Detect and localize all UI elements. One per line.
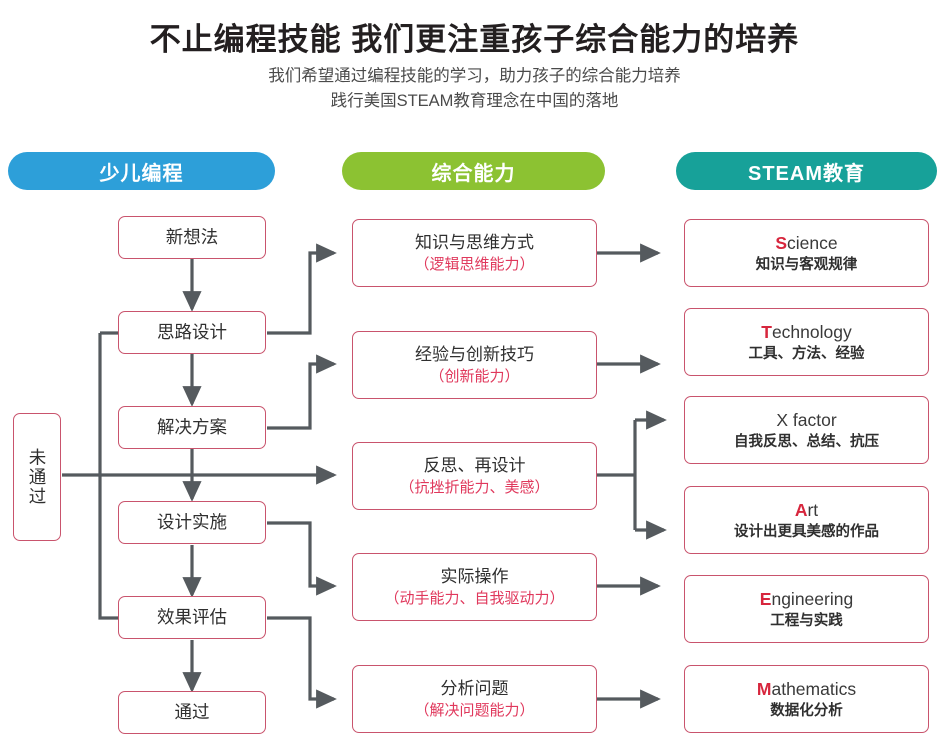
steam-term-rest: cience: [787, 232, 838, 253]
page-title: 不止编程技能 我们更注重孩子综合能力的培养: [149, 22, 800, 57]
subtitle-line-2: 践行美国STEAM教育理念在中国的落地: [330, 92, 619, 110]
node-engineering[interactable]: Engineering 工程与实践: [684, 575, 929, 643]
steam-term-rest: X factor: [776, 409, 837, 430]
node-label: 通过: [174, 702, 210, 722]
node-experience-innovation[interactable]: 经验与创新技巧 （创新能力）: [352, 331, 597, 399]
steam-term: Technology: [761, 320, 852, 344]
node-title: 反思、再设计: [423, 456, 526, 475]
node-mathematics[interactable]: Mathematics 数据化分析: [684, 665, 929, 733]
steam-initial: A: [794, 499, 808, 520]
steam-term-rest: echnology: [771, 321, 852, 342]
node-label: 解决方案: [157, 417, 227, 437]
node-analyze-problem[interactable]: 分析问题 （解决问题能力）: [352, 665, 597, 733]
node-passed[interactable]: 通过: [118, 691, 266, 734]
steam-initial: S: [775, 232, 788, 253]
steam-term: X factor: [776, 408, 836, 432]
node-design-implement[interactable]: 设计实施: [118, 501, 266, 544]
node-subtitle: （解决问题能力）: [414, 702, 535, 719]
node-title: 实际操作: [440, 567, 509, 586]
column-header-steam-education: STEAM教育: [676, 152, 937, 190]
steam-term: Engineering: [760, 587, 853, 611]
node-subtitle: （创新能力）: [429, 368, 520, 385]
column-header-comprehensive-ability: 综合能力: [342, 152, 605, 190]
node-new-idea[interactable]: 新想法: [118, 216, 266, 259]
node-title: 知识与思维方式: [415, 233, 534, 252]
node-title: 经验与创新技巧: [415, 345, 534, 364]
column-header-kids-coding: 少儿编程: [8, 152, 275, 190]
column-header-label: STEAM教育: [748, 162, 865, 185]
column-header-label: 少儿编程: [99, 162, 184, 185]
column-header-label: 综合能力: [431, 162, 516, 185]
node-reflect-redesign[interactable]: 反思、再设计 （抗挫折能力、美感）: [352, 442, 597, 510]
steam-term: Science: [775, 231, 837, 255]
node-technology[interactable]: Technology 工具、方法、经验: [684, 308, 929, 376]
node-x-factor[interactable]: X factor 自我反思、总结、抗压: [684, 396, 929, 464]
page-subtitle: 我们希望通过编程技能的学习，助力孩子的综合能力培养 践行美国STEAM教育理念在…: [0, 64, 949, 114]
node-hands-on[interactable]: 实际操作 （动手能力、自我驱动力）: [352, 553, 597, 621]
node-label: 效果评估: [157, 607, 227, 627]
steam-term: Mathematics: [757, 677, 856, 701]
steam-description: 设计出更具美感的作品: [734, 523, 879, 540]
steam-description: 工程与实践: [770, 612, 843, 629]
steam-description: 知识与客观规律: [755, 256, 858, 273]
steam-description: 数据化分析: [770, 702, 843, 719]
node-label: 未通过: [27, 447, 47, 507]
steam-description: 工具、方法、经验: [748, 345, 865, 362]
steam-term-rest: athematics: [771, 678, 857, 699]
node-subtitle: （抗挫折能力、美感）: [399, 479, 550, 496]
steam-term-rest: rt: [807, 499, 819, 520]
node-idea-design[interactable]: 思路设计: [118, 311, 266, 354]
node-label: 新想法: [165, 227, 219, 247]
node-label: 思路设计: [157, 322, 227, 342]
steam-term: Art: [795, 498, 818, 522]
steam-description: 自我反思、总结、抗压: [734, 433, 879, 450]
subtitle-line-1: 我们希望通过编程技能的学习，助力孩子的综合能力培养: [268, 67, 681, 85]
steam-initial: M: [756, 678, 772, 699]
node-not-passed[interactable]: 未通过: [13, 413, 61, 541]
node-art[interactable]: Art 设计出更具美感的作品: [684, 486, 929, 554]
node-subtitle: （逻辑思维能力）: [414, 256, 535, 273]
node-knowledge-thinking[interactable]: 知识与思维方式 （逻辑思维能力）: [352, 219, 597, 287]
steam-initial: T: [761, 321, 772, 342]
node-subtitle: （动手能力、自我驱动力）: [384, 590, 565, 607]
node-science[interactable]: Science 知识与客观规律: [684, 219, 929, 287]
steam-term-rest: ngineering: [771, 588, 854, 609]
node-solution[interactable]: 解决方案: [118, 406, 266, 449]
node-title: 分析问题: [440, 679, 509, 698]
node-effect-evaluation[interactable]: 效果评估: [118, 596, 266, 639]
steam-initial: E: [759, 588, 772, 609]
node-label: 设计实施: [157, 512, 227, 532]
